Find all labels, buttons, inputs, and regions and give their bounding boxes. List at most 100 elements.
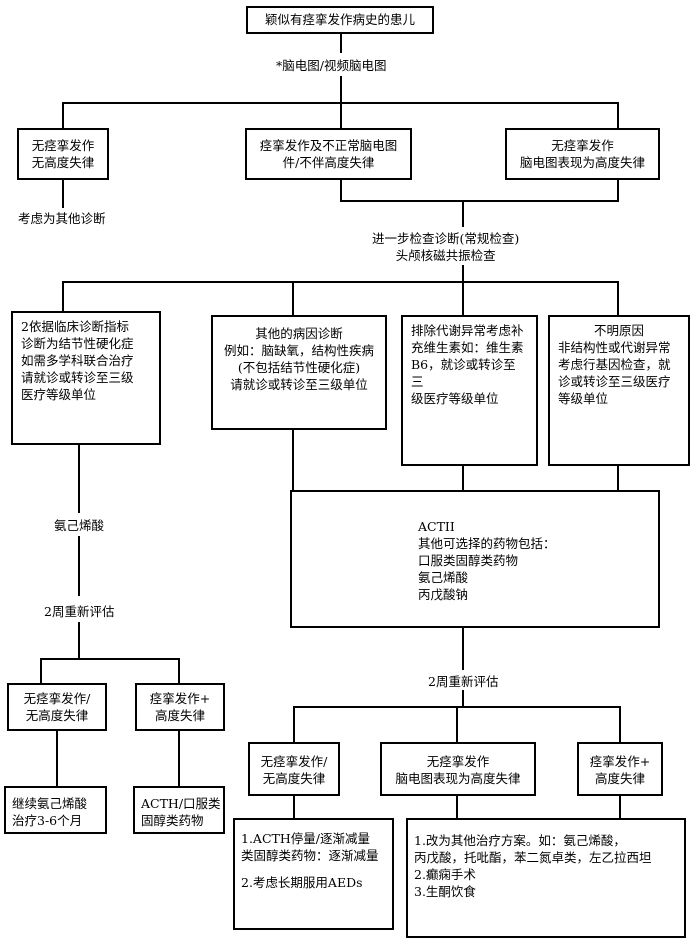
box-line: 无痉挛发作 — [31, 138, 95, 153]
change-treatment-box: 1.改为其他治疗方案。如：氨己烯酸， 丙戊酸，托吡酯，苯二氮卓类，左乙拉西坦 2… — [406, 818, 686, 938]
box-line: 2.考虑长期服用AEDs — [241, 875, 363, 890]
connector — [178, 658, 180, 683]
connector — [178, 730, 180, 786]
label-line: 进一步检查诊断(常规检查) — [372, 231, 520, 246]
reeval-right-label: 2周重新评估 — [428, 674, 499, 689]
connector — [456, 796, 458, 818]
connector — [78, 536, 80, 596]
acth-oral-steroid-box: ACTH/口服类 固醇类药物 — [133, 786, 225, 834]
connector — [617, 466, 619, 490]
connector — [462, 466, 464, 490]
box-line: 考虑行基因检查，就 — [558, 357, 671, 372]
connector — [293, 706, 295, 742]
box-line: 例如：脑缺氧，结构性疾病 — [223, 343, 374, 358]
connector — [619, 706, 621, 742]
no-spasm-no-hyps-box: 无痉挛发作 无高度失律 — [17, 128, 109, 180]
box-line: 级医疗等级单位 — [411, 391, 499, 406]
box-line: B6，就诊或转诊至三 — [411, 357, 516, 389]
box-line: 2依据临床诊断指标 — [21, 319, 129, 334]
other-etiology-box: 其他的病因诊断 例如：脑缺氧，结构性疾病 (不包括结节性硬化症) 请就诊或转诊至… — [211, 315, 387, 430]
box-line: 1.改为其他治疗方案。如：氨己烯酸， — [414, 833, 626, 848]
box-line: 口服类固醇类药物 — [418, 553, 519, 568]
connector — [462, 265, 464, 281]
box-line: 无痉挛发作 — [426, 754, 490, 769]
box-line: 件/不伴高度失律 — [282, 155, 375, 170]
taper-acth-box: 1.ACTH停量/逐渐减量 类固醇类药物：逐渐减量 2.考虑长期服用AEDs — [233, 818, 394, 930]
connector — [62, 102, 64, 130]
connector — [62, 281, 619, 283]
box-line: 高度失律 — [154, 708, 205, 723]
connector — [292, 281, 294, 315]
box-line: 无高度失律 — [31, 155, 95, 170]
acth-box: ACTII 其他可选择的药物包括： 口服类固醇类药物 氨己烯酸 丙戊酸钠 — [290, 490, 660, 628]
connector — [340, 180, 342, 200]
connector — [617, 102, 619, 130]
connector — [617, 281, 619, 315]
eeg-label: *脑电图/视频脑电图 — [276, 58, 387, 73]
box-line: 不明原因 — [593, 323, 644, 338]
connector — [340, 102, 342, 130]
connector — [62, 180, 64, 208]
box-line: 高度失律 — [594, 771, 645, 786]
box-line: 等级单位 — [558, 391, 609, 406]
left-spasm-box: 痉挛发作+ 高度失律 — [135, 683, 225, 731]
further-exam-label: 进一步检查诊断(常规检查) 头颅核磁共振检查 — [372, 230, 519, 264]
continue-vigabatrin-box: 继续氨己烯酸 治疗3-6个月 — [4, 786, 107, 834]
box-line: (不包括结节性硬化症) — [237, 360, 361, 375]
box-line: 丙戊酸钠 — [418, 587, 469, 602]
box-line: 脑电图表现为高度失律 — [519, 155, 645, 170]
box-line: 非结构性或代谢异常 — [558, 340, 671, 355]
connector — [340, 33, 342, 53]
vigabatrin-label: 氨己烯酸 — [54, 518, 105, 533]
connector — [340, 76, 342, 102]
box-line: 丙戊酸，托吡酯，苯二氮卓类，左乙拉西坦 — [414, 850, 652, 865]
box-line: 请就诊或转诊至三级单位 — [230, 377, 368, 392]
box-line: 类固醇类药物：逐渐减量 — [241, 848, 379, 863]
box-line: 其他可选择的药物包括： — [418, 536, 556, 551]
reeval-left-label: 2周重新评估 — [44, 604, 115, 619]
connector — [462, 628, 464, 670]
connector — [56, 730, 58, 786]
box-line: 痉挛发作+ — [589, 754, 651, 769]
box-line: 其他的病因诊断 — [255, 326, 343, 341]
box-line: 无痉挛发作/ — [23, 691, 91, 706]
connector — [78, 622, 80, 658]
right-no-spasm-box: 无痉挛发作/ 无高度失律 — [248, 742, 340, 796]
box-line: 无高度失律 — [262, 771, 326, 786]
connector — [62, 281, 64, 311]
box-line: 氨己烯酸 — [418, 570, 469, 585]
box-line: 无痉挛发作/ — [260, 754, 328, 769]
left-no-spasm-box: 无痉挛发作/ 无高度失律 — [7, 683, 107, 731]
connector — [462, 281, 464, 315]
box-line: 痉挛发作及不正常脑电图 — [259, 138, 398, 153]
consider-other-label: 考虑为其他诊断 — [18, 211, 106, 226]
box-line: 排除代谢异常考虑补 — [411, 323, 524, 338]
box-line: 诊断为结节性硬化症 — [21, 336, 134, 351]
box-line: 固醇类药物 — [141, 813, 204, 828]
right-spasm-box: 痉挛发作+ 高度失律 — [577, 742, 663, 796]
box-line: 脑电图表现为高度失律 — [395, 771, 521, 786]
connector — [456, 706, 458, 742]
box-line: 痉挛发作+ — [149, 691, 211, 706]
connector — [619, 796, 621, 818]
connector — [340, 200, 619, 202]
top-box: 颖似有痉挛发作病史的患儿 — [246, 6, 434, 34]
box-line: ACTH/口服类 — [141, 796, 221, 811]
connector — [40, 658, 180, 660]
box-line: 2.癫痫手术 — [414, 867, 476, 882]
metabolic-box: 排除代谢异常考虑补 充维生素如：维生素 B6，就诊或转诊至三 级医疗等级单位 — [401, 315, 538, 466]
box-line: 治疗3-6个月 — [12, 813, 83, 828]
tsc-diagnosis-box: 2依据临床诊断指标 诊断为结节性硬化症 如需多学科联合治疗 请就诊或转诊至三级 … — [11, 311, 161, 445]
box-line: 继续氨己烯酸 — [12, 796, 88, 811]
spasm-abnormal-eeg-box: 痉挛发作及不正常脑电图 件/不伴高度失律 — [245, 128, 412, 180]
right-eeg-hyps-box: 无痉挛发作 脑电图表现为高度失律 — [380, 742, 536, 796]
box-line: 如需多学科联合治疗 — [21, 353, 134, 368]
top-text: 颖似有痉挛发作病史的患儿 — [264, 12, 415, 27]
box-line: 请就诊或转诊至三级 — [21, 370, 134, 385]
box-line: 医疗等级单位 — [21, 387, 97, 402]
connector — [617, 180, 619, 202]
connector — [462, 690, 464, 706]
box-line: 无高度失律 — [25, 708, 89, 723]
connector — [40, 658, 42, 683]
box-line: 无痉挛发作 — [551, 138, 614, 153]
